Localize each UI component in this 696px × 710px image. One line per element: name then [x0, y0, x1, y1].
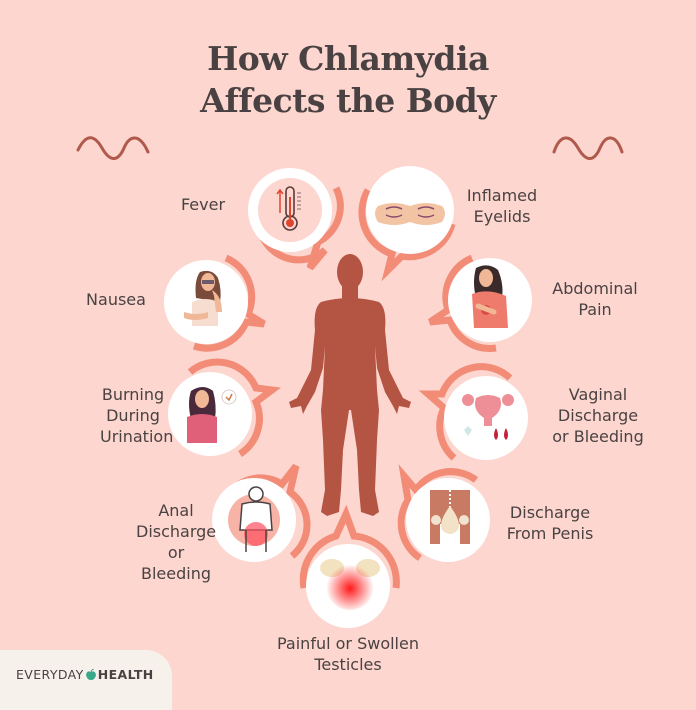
- nauseous-woman-icon: [184, 270, 222, 326]
- abdominal-pain-woman-icon: [472, 265, 508, 328]
- thermometer-icon: [276, 186, 301, 231]
- squiggle-left-icon: [76, 136, 150, 160]
- closed-eyes-icon: [375, 203, 445, 225]
- everyday-health-logo[interactable]: EVERYDAY HEALTH: [16, 667, 154, 682]
- uterus-drops-icon: [462, 394, 514, 440]
- label-fever: Fever: [180, 195, 226, 214]
- title-line-2: Affects the Body: [200, 81, 496, 120]
- burning-woman-icon: [187, 387, 237, 443]
- pelvis-pain-icon: [320, 559, 380, 610]
- label-penile-discharge: Discharge From Penis: [506, 503, 594, 543]
- pelvis-drop-icon: [430, 490, 470, 544]
- title-line-1: How Chlamydia: [207, 39, 489, 78]
- apple-icon: [85, 668, 96, 680]
- label-burning-urination: Burning During Urination: [100, 385, 174, 446]
- label-testicles: Painful or Swollen Testicles: [277, 634, 419, 674]
- label-vaginal-discharge: Vaginal Discharge or Bleeding: [552, 385, 644, 446]
- label-anal-discharge: Anal Discharge or Bleeding: [136, 501, 217, 583]
- label-inflamed-eyelids: Inflamed Eyelids: [466, 186, 538, 226]
- man-back-pain-icon: [239, 486, 273, 552]
- label-abdominal-pain: Abdominal Pain: [552, 279, 638, 319]
- squiggle-right-icon: [552, 136, 624, 160]
- page-title: How Chlamydia Affects the Body: [0, 38, 696, 122]
- human-body-icon: [289, 254, 411, 516]
- label-nausea: Nausea: [86, 290, 146, 309]
